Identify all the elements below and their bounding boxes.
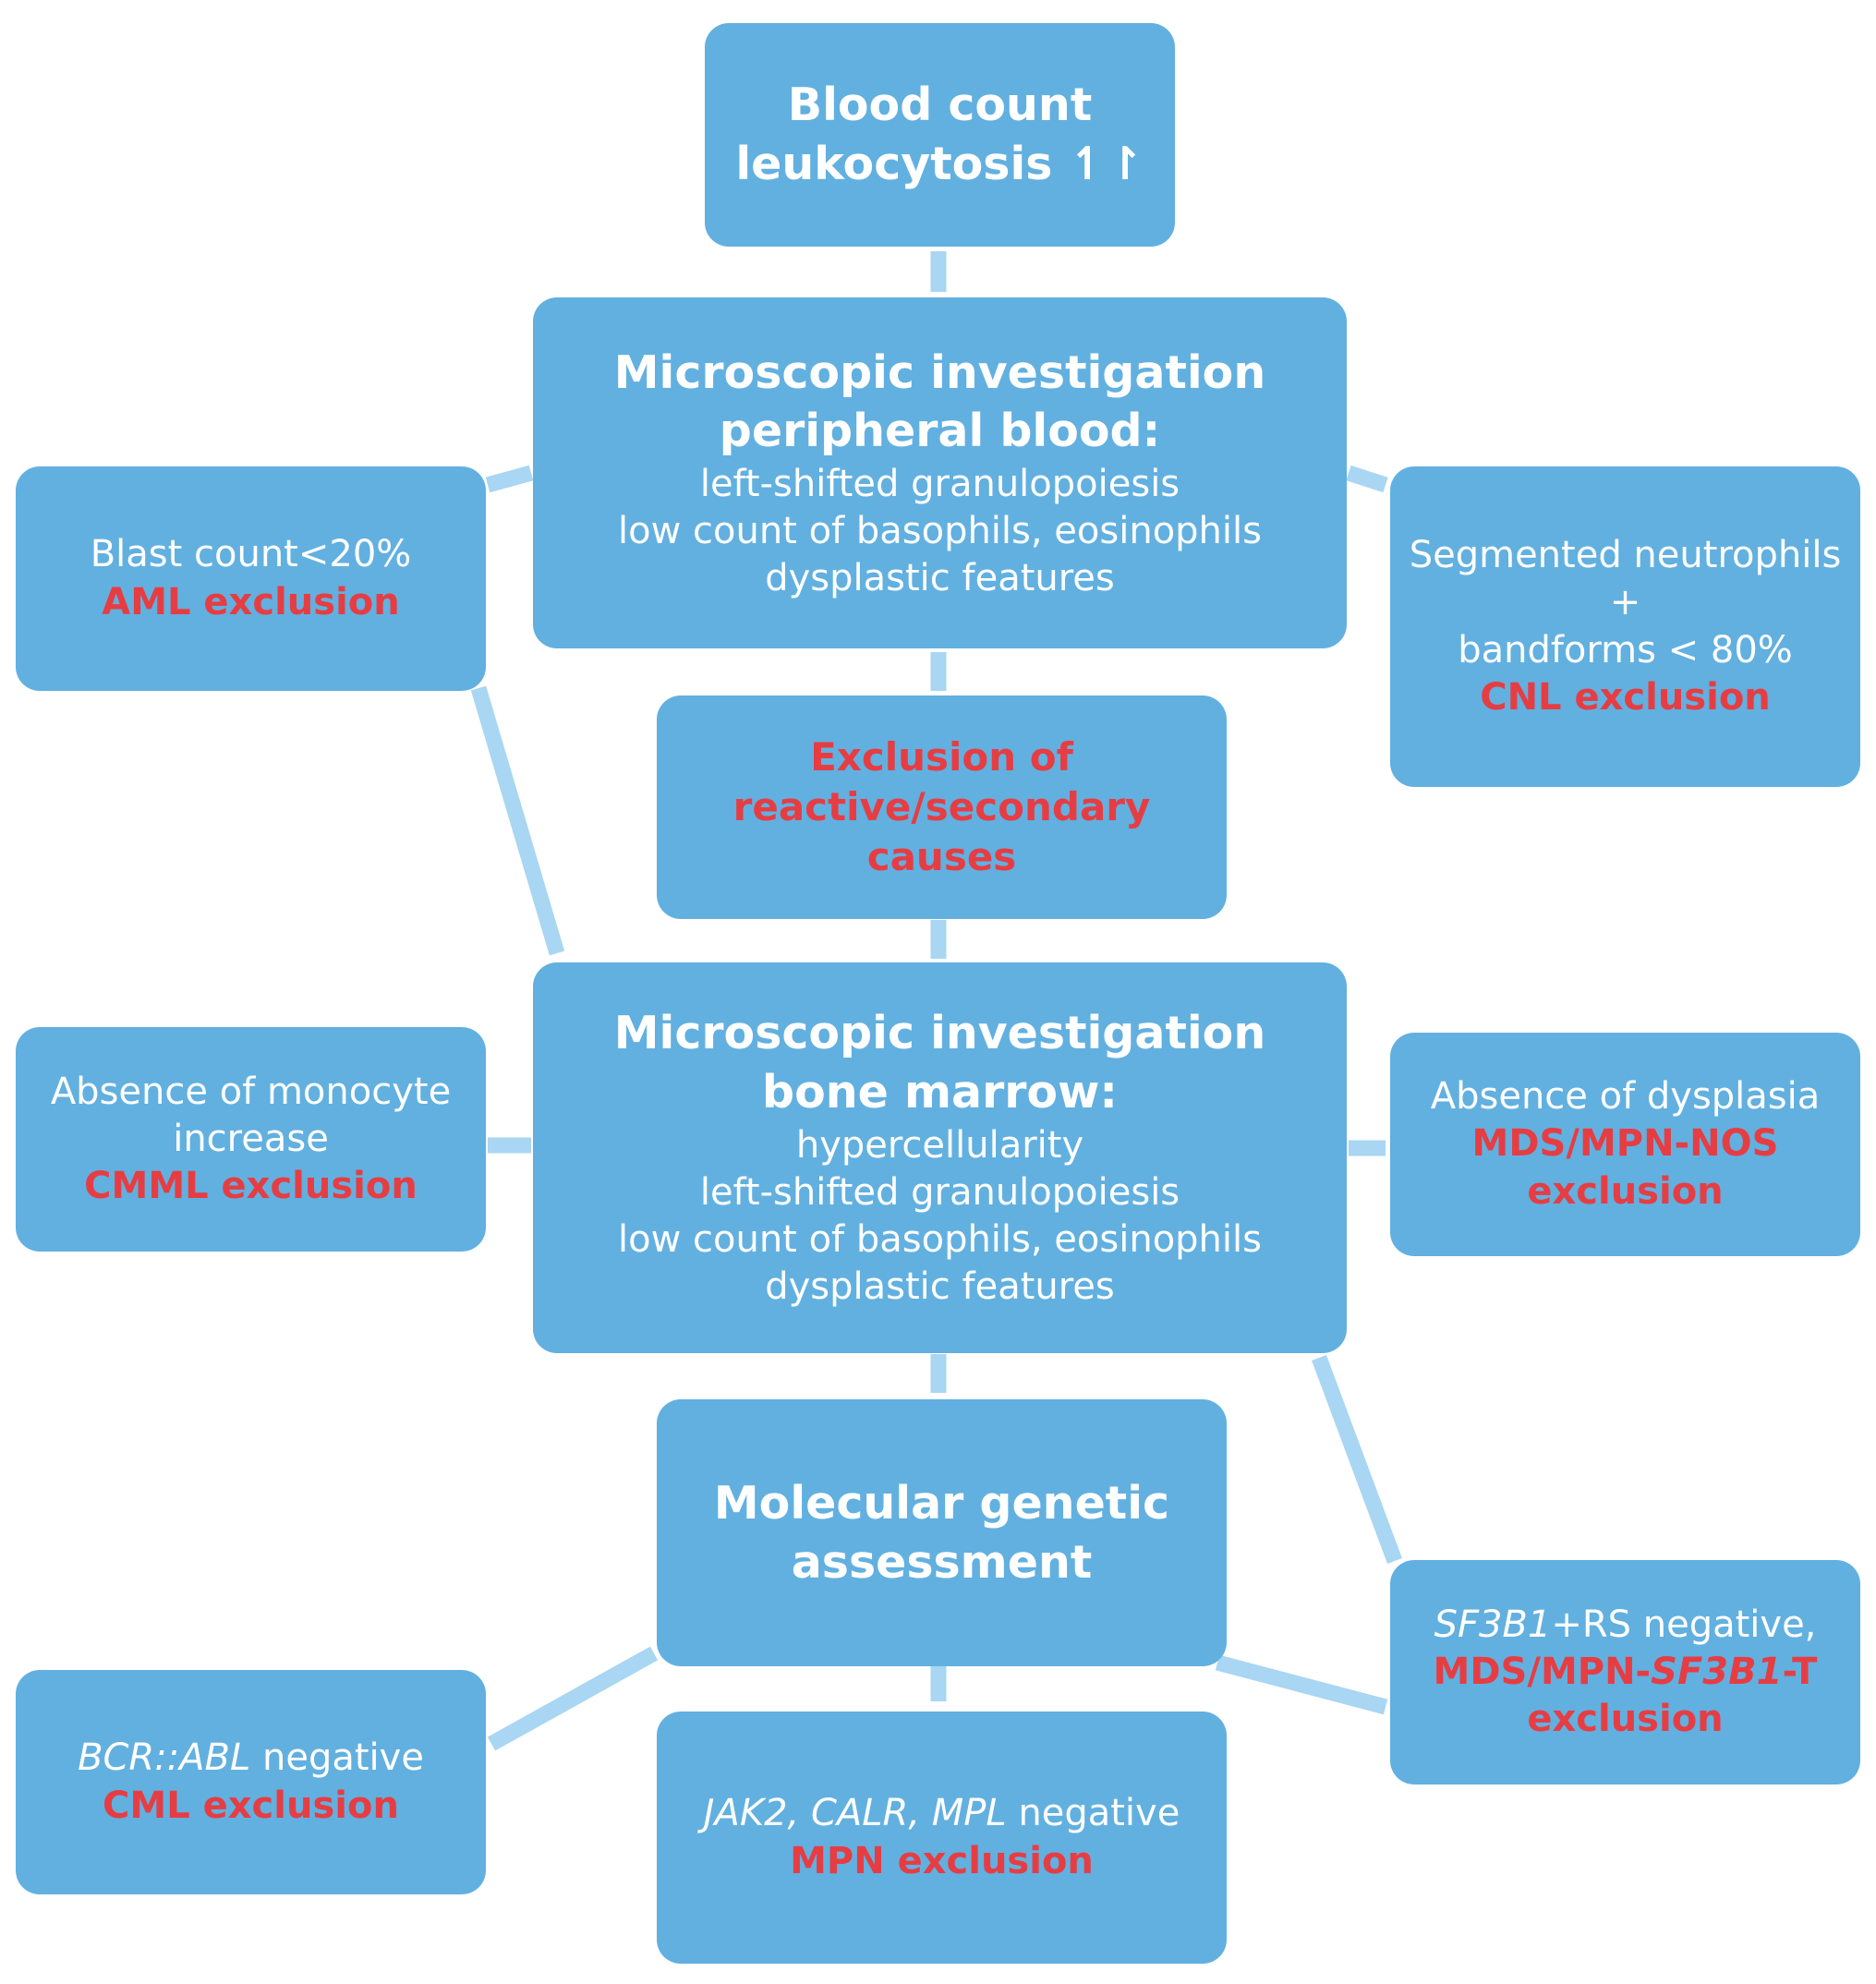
mpn-line1: JAK2, CALR, MPL negative: [704, 1790, 1180, 1837]
cmml-line2: increase: [173, 1117, 329, 1160]
cml-line1: BCR::ABL negative: [78, 1735, 424, 1782]
peripheral-item: left-shifted granulopoiesis: [699, 462, 1180, 505]
sf3b1-exclusion-line2: exclusion: [1527, 1698, 1724, 1741]
connector-molecular-cml: [487, 1646, 659, 1751]
sf3b1-line1: SF3B1+RS negative,: [1434, 1602, 1817, 1649]
bone-marrow-item: hypercellularity: [795, 1123, 1084, 1167]
bone-marrow-title-line1: Microscopic investigation: [613, 1007, 1266, 1060]
sf3b1-ex-suffix: -T: [1782, 1650, 1818, 1693]
box-cmml-exclusion: Absence of monocyte increase CMML exclus…: [16, 1027, 486, 1252]
sf3b1-text: +RS negative,: [1551, 1603, 1817, 1646]
box-cnl-exclusion: Segmented neutrophils + bandforms < 80% …: [1390, 466, 1860, 787]
box-molecular-genetic: Molecular genetic assessment: [657, 1399, 1227, 1666]
cnl-exclusion-label: CNL exclusion: [1480, 675, 1771, 719]
connector-bonemarrow-sf3b1: [1312, 1355, 1402, 1564]
cmml-line1: Absence of monocyte: [50, 1070, 452, 1113]
box-mpn-exclusion: JAK2, CALR, MPL negative MPN exclusion: [657, 1712, 1227, 1964]
mds-nos-exclusion-line2: exclusion: [1527, 1169, 1724, 1213]
cmml-exclusion-label: CMML exclusion: [84, 1165, 418, 1208]
reactive-line3: causes: [866, 833, 1017, 879]
aml-exclusion-label: AML exclusion: [102, 580, 400, 623]
sf3b1-ex-prefix: MDS/MPN-: [1433, 1650, 1652, 1693]
mpn-exclusion-label: MPN exclusion: [790, 1839, 1094, 1882]
box-cml-exclusion: BCR::ABL negative CML exclusion: [16, 1670, 486, 1894]
bone-marrow-title-line2: bone marrow:: [762, 1066, 1118, 1119]
mpn-text: negative: [1006, 1792, 1180, 1835]
mds-nos-text: Absence of dysplasia: [1430, 1075, 1821, 1119]
cnl-line2: bandforms < 80%: [1458, 628, 1793, 671]
bone-marrow-item: low count of basophils, eosinophils: [618, 1218, 1262, 1262]
peripheral-title-line1: Microscopic investigation: [613, 345, 1266, 399]
connector-molecular-sf3b1: [1215, 1654, 1388, 1715]
mpn-genes: JAK2, CALR, MPL: [703, 1792, 1007, 1835]
reactive-line2: reactive/secondary: [732, 784, 1151, 830]
box-aml-exclusion: Blast count<20% AML exclusion: [16, 466, 486, 691]
sf3b1-ex-gene: SF3B1: [1651, 1650, 1783, 1693]
connector-peripheral-cnl: [1346, 465, 1388, 493]
box-bone-marrow: Microscopic investigation bone marrow: h…: [533, 962, 1347, 1353]
aml-blast-count: Blast count<20%: [90, 533, 412, 576]
peripheral-item: low count of basophils, eosinophils: [618, 510, 1262, 553]
bone-marrow-item: left-shifted granulopoiesis: [699, 1171, 1180, 1214]
peripheral-title-line2: peripheral blood:: [719, 405, 1161, 458]
connector-aml-bonemarrow: [470, 685, 565, 956]
molecular-line2: assessment: [791, 1535, 1093, 1589]
box-reactive-secondary: Exclusion of reactive/secondary causes: [657, 696, 1227, 919]
reactive-line1: Exclusion of: [810, 734, 1073, 780]
blood-count-line2: leukocytosis ↿↾: [735, 138, 1144, 190]
mds-nos-exclusion-line1: MDS/MPN-NOS: [1471, 1122, 1779, 1166]
box-blood-count: Blood count leukocytosis ↿↾: [705, 23, 1175, 247]
cml-exclusion-label: CML exclusion: [103, 1784, 399, 1827]
cml-gene: BCR::ABL: [78, 1736, 251, 1780]
box-mds-mpn-nos-exclusion: Absence of dysplasia MDS/MPN-NOS exclusi…: [1390, 1033, 1860, 1256]
sf3b1-gene: SF3B1: [1434, 1603, 1552, 1646]
peripheral-item: dysplastic features: [765, 557, 1115, 600]
sf3b1-exclusion-line1: MDS/MPN-SF3B1-T: [1434, 1649, 1818, 1696]
connector-peripheral-aml: [485, 465, 534, 493]
bone-marrow-item: dysplastic features: [765, 1265, 1115, 1309]
box-sf3b1-exclusion: SF3B1+RS negative, MDS/MPN-SF3B1-T exclu…: [1390, 1560, 1860, 1784]
cnl-line1: Segmented neutrophils +: [1409, 534, 1842, 624]
cml-text: negative: [250, 1736, 424, 1780]
box-peripheral-blood: Microscopic investigation peripheral blo…: [533, 297, 1347, 648]
molecular-line1: Molecular genetic: [713, 1476, 1170, 1530]
blood-count-line1: Blood count: [787, 79, 1093, 132]
